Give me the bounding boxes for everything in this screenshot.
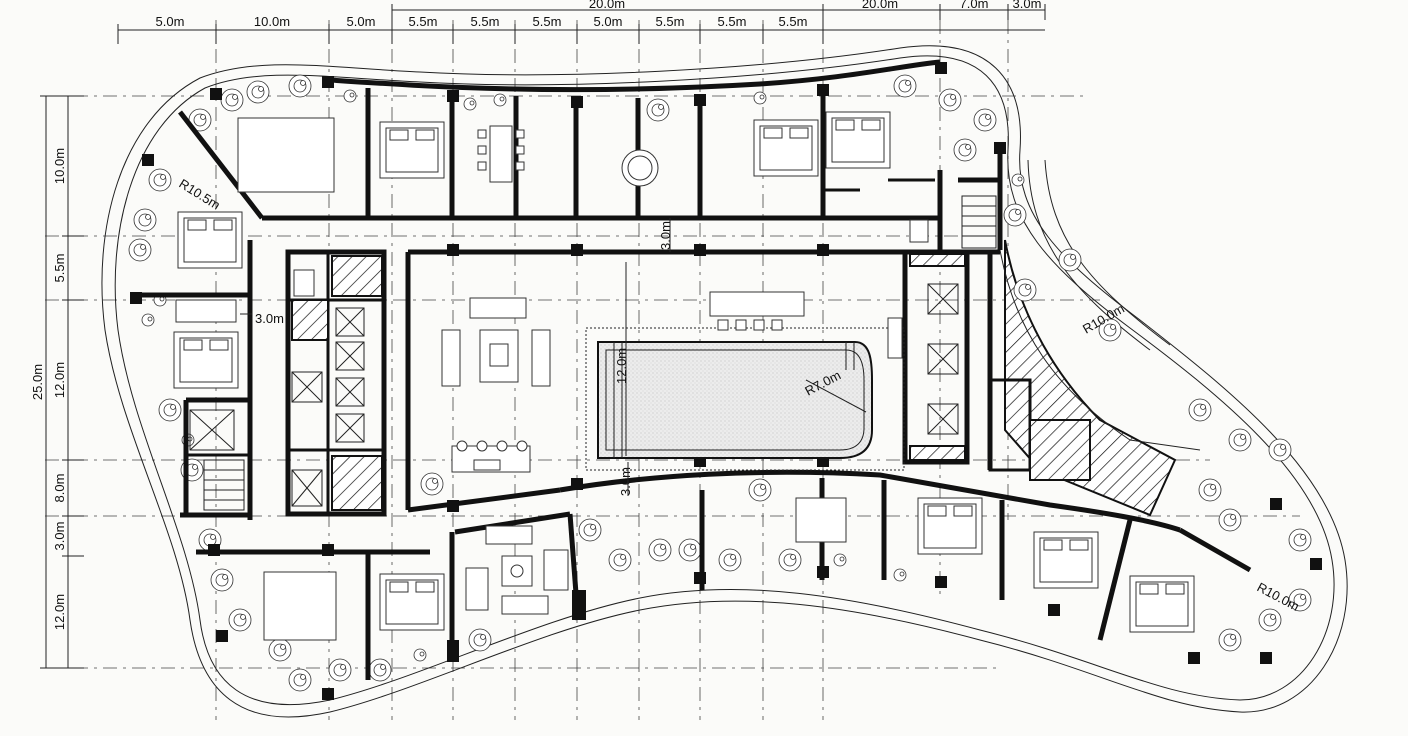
dim-left-4: 8.0m [52,474,67,503]
dim-left-5: 3.0m [52,522,67,551]
dim-top-overall-3: 7.0m [960,0,989,11]
corridor-width-label: 3.0m [255,311,284,326]
dim-left-1: 10.0m [52,148,67,184]
dim-top-1: 5.0m [156,14,185,29]
structural-columns [130,62,1322,700]
dim-top-overall-1: 20.0m [589,0,625,11]
dim-left-3: 12.0m [52,362,67,398]
corridor-width-label-3: 3.0m [618,467,633,496]
top-dimensions: 5.0m 10.0m 5.0m 5.5m 5.5m 5.5m 5.0m 5.5m… [117,0,1046,44]
left-dimensions: 25.0m 10.0m 5.5m 12.0m 8.0m 3.0m 12.0m [30,95,84,669]
corridor-width-label-2: 3.0m [658,221,673,250]
dim-left-2: 5.5m [52,254,67,283]
dim-top-2: 10.0m [254,14,290,29]
pool [585,262,905,471]
vertical-circulation [189,195,1091,511]
dim-left-overall: 25.0m [30,364,45,400]
dim-top-8: 5.5m [656,14,685,29]
dim-top-6: 5.5m [533,14,562,29]
dim-top-overall-4: 3.0m [1013,0,1042,11]
outer-boundary [101,45,1348,718]
dim-top-9: 5.5m [718,14,747,29]
dim-top-overall-2: 20.0m [862,0,898,11]
interior-walls [140,88,1252,680]
radius-label-4: R10.0m [1255,579,1302,614]
dim-left-6: 12.0m [52,594,67,630]
dim-top-5: 5.5m [471,14,500,29]
dim-top-7: 5.0m [594,14,623,29]
dim-top-3: 5.0m [347,14,376,29]
dim-top-10: 5.5m [779,14,808,29]
pool-length-label: 12.0m [614,348,629,384]
furniture [173,111,1195,641]
dim-top-4: 5.5m [409,14,438,29]
